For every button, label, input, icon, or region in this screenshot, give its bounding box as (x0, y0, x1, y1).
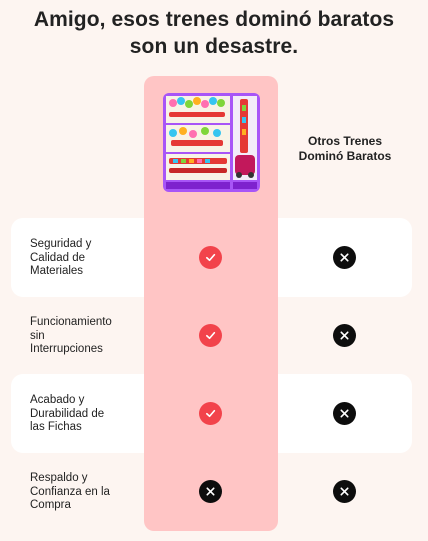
cross-icon (333, 246, 356, 269)
product-image (163, 93, 260, 192)
cross-icon (199, 480, 222, 503)
page-title: Amigo, esos trenes dominó baratos son un… (0, 6, 428, 60)
others-column-header: Otros Trenes Dominó Baratos (284, 134, 406, 164)
row-label-trust: Respaldo y Confianza en la Compra (30, 472, 130, 513)
row-label-line: Interrupciones (30, 343, 103, 355)
cross-icon (333, 480, 356, 503)
check-icon (199, 324, 222, 347)
cross-icon (333, 324, 356, 347)
page-title-line-1: Amigo, esos trenes dominó baratos (33, 8, 395, 31)
row-label-operation: Funcionamiento sin Interrupciones (30, 316, 130, 357)
row-label-line: las Fichas (30, 421, 82, 433)
row-label-line: sin (30, 329, 45, 342)
row-label-line: Materiales (30, 265, 84, 277)
row-label-line: Compra (30, 499, 71, 511)
row-label-line: Acabado y (30, 394, 85, 406)
check-icon (199, 246, 222, 269)
row-label-line: Funcionamiento (30, 316, 112, 328)
row-label-line: Seguridad y (30, 238, 92, 250)
row-label-line: Durabilidad de (30, 407, 105, 420)
row-label-line: Respaldo y (30, 472, 88, 484)
others-header-line-2: Dominó Baratos (298, 149, 392, 163)
row-label-line: Confianza en la (30, 485, 110, 498)
page-title-line-2: son un desastre. (129, 35, 299, 58)
check-icon (199, 402, 222, 425)
row-label-safety: Seguridad y Calidad de Materiales (30, 238, 130, 279)
others-header-line-1: Otros Trenes (307, 134, 383, 148)
cross-icon (333, 402, 356, 425)
row-label-durability: Acabado y Durabilidad de las Fichas (30, 394, 130, 435)
row-label-line: Calidad de (30, 251, 85, 264)
